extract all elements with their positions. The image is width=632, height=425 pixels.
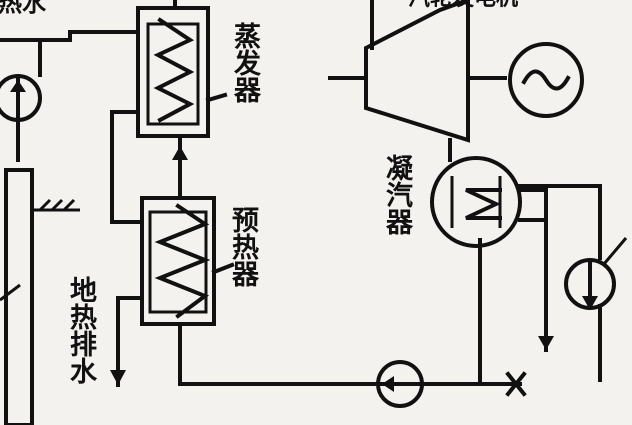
label-condenser: 凝汽器 [381, 154, 412, 235]
label-geothermal-drain: 地热排水 [65, 276, 96, 384]
turbine-icon [328, 0, 507, 143]
condenser-icon [430, 156, 602, 352]
evaporator-preheater-lines [110, 110, 188, 224]
cooling-water-pump-icon [564, 237, 628, 382]
evaporator-icon [136, 0, 228, 138]
valve-icon [505, 371, 527, 397]
label-top-right: 汽轮发电机 [408, 0, 518, 12]
label-top-left: 热水 [0, 0, 46, 17]
label-evaporator: 蒸发器 [229, 22, 260, 103]
feed-pump-icon [376, 360, 424, 408]
geothermal-drain-line [110, 296, 144, 387]
supply-pump-icon [0, 74, 42, 122]
geothermal-supply-line [0, 30, 140, 162]
geothermal-well-icon [0, 168, 80, 425]
working-fluid-return-line [178, 238, 522, 386]
label-preheater: 预热器 [227, 206, 258, 287]
generator-icon [508, 42, 584, 118]
preheater-icon [140, 196, 235, 326]
